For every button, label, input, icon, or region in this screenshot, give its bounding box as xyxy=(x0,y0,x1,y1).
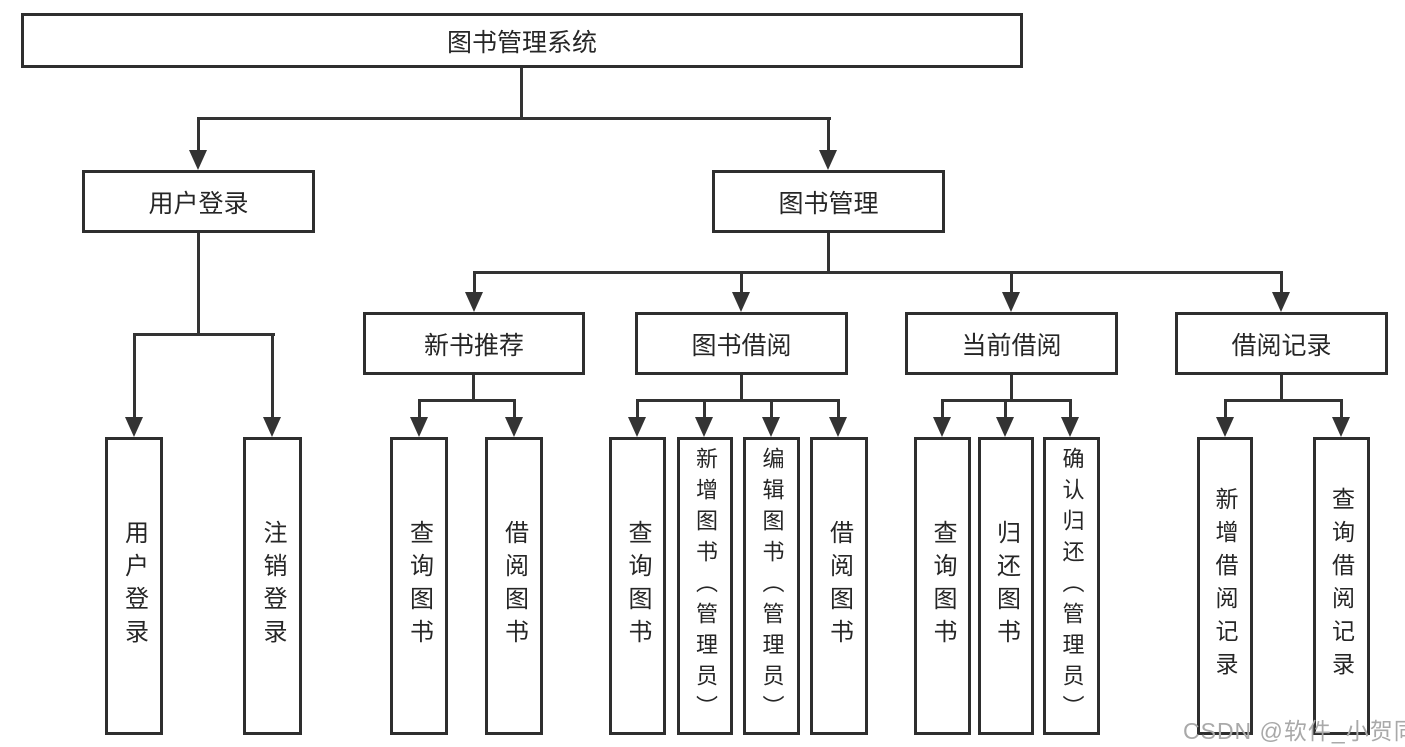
leaf-borrow-books: 借阅图书 xyxy=(810,437,868,735)
edge-root-distributor xyxy=(197,117,831,120)
leaf-label: 归还图书 xyxy=(992,520,1020,652)
leaf-add-borrow-record: 新增借阅记录 xyxy=(1197,437,1253,735)
arrow-down-icon xyxy=(465,292,483,312)
leaf-label: 借阅图书 xyxy=(500,520,528,652)
arrow-down-icon xyxy=(189,150,207,170)
node-book-borrow: 图书借阅 xyxy=(635,312,848,375)
leaf-logout: 注销登录 xyxy=(243,437,302,735)
node-new-book-recommend-label: 新书推荐 xyxy=(423,331,524,360)
leaf-edit-book-admin: 编辑图书（管理员） xyxy=(743,437,800,735)
edge-leaf xyxy=(636,399,639,421)
arrow-down-icon xyxy=(263,417,281,437)
edge-leaf xyxy=(941,399,944,421)
arrow-down-icon xyxy=(628,417,646,437)
edge-borrow-records-stem xyxy=(1280,375,1283,402)
edge-leaf xyxy=(1224,399,1227,421)
edge-user-login-stem xyxy=(197,233,200,336)
edge-borrow-records-distributor xyxy=(1224,399,1343,402)
node-root-label: 图书管理系统 xyxy=(446,28,597,57)
node-new-book-recommend: 新书推荐 xyxy=(363,312,585,375)
edge-to-current-borrow xyxy=(1010,271,1013,295)
arrow-down-icon xyxy=(819,150,837,170)
leaf-label: 查询图书 xyxy=(405,520,433,652)
leaf-query-books-current: 查询图书 xyxy=(914,437,971,735)
edge-book-borrow-distributor xyxy=(636,399,840,402)
edge-leaf xyxy=(418,399,421,421)
arrow-down-icon xyxy=(996,417,1014,437)
edge-leaf xyxy=(703,399,706,421)
node-user-login-label: 用户登录 xyxy=(148,189,249,218)
edge-to-user-login xyxy=(197,117,200,153)
leaf-user-login: 用户登录 xyxy=(105,437,163,735)
arrow-down-icon xyxy=(829,417,847,437)
leaf-query-books-recommend: 查询图书 xyxy=(390,437,448,735)
edge-new-book-recommend-distributor xyxy=(418,399,516,402)
arrow-down-icon xyxy=(933,417,951,437)
edge-user-login-distributor xyxy=(133,333,275,336)
node-book-borrow-label: 图书借阅 xyxy=(691,331,792,360)
edge-to-book-borrow xyxy=(740,271,743,295)
leaf-label: 编辑图书（管理员） xyxy=(759,446,785,726)
arrow-down-icon xyxy=(1332,417,1350,437)
edge-book-management-stem xyxy=(827,233,830,273)
arrow-down-icon xyxy=(1216,417,1234,437)
leaf-query-books-borrow: 查询图书 xyxy=(609,437,666,735)
edge-to-book-management xyxy=(827,117,830,153)
leaf-query-borrow-record: 查询借阅记录 xyxy=(1313,437,1370,735)
node-current-borrow-label: 当前借阅 xyxy=(961,331,1062,360)
edge-root-stem xyxy=(520,68,523,119)
leaf-return-book: 归还图书 xyxy=(978,437,1034,735)
arrow-down-icon xyxy=(505,417,523,437)
node-book-management-label: 图书管理 xyxy=(778,189,879,218)
leaf-label: 查询图书 xyxy=(929,520,956,652)
edge-new-book-recommend-stem xyxy=(472,375,475,402)
leaf-user-login-label: 用户登录 xyxy=(120,520,148,652)
leaf-label: 新增借阅记录 xyxy=(1212,487,1238,685)
leaf-label: 借阅图书 xyxy=(825,520,853,652)
leaf-borrow-books-recommend: 借阅图书 xyxy=(485,437,543,735)
arrow-down-icon xyxy=(1002,292,1020,312)
leaf-label: 新增图书（管理员） xyxy=(693,446,718,726)
leaf-label: 查询借阅记录 xyxy=(1328,487,1355,685)
node-borrow-records-label: 借阅记录 xyxy=(1231,331,1332,360)
edge-leaf xyxy=(837,399,840,421)
edge-leaf xyxy=(1004,399,1007,421)
leaf-confirm-return-admin: 确认归还（管理员） xyxy=(1043,437,1100,735)
arrow-down-icon xyxy=(410,417,428,437)
leaf-add-book-admin: 新增图书（管理员） xyxy=(677,437,733,735)
node-book-management: 图书管理 xyxy=(712,170,945,233)
node-root: 图书管理系统 xyxy=(21,13,1023,68)
edge-leaf xyxy=(770,399,773,421)
node-user-login: 用户登录 xyxy=(82,170,315,233)
edge-current-borrow-stem xyxy=(1010,375,1013,402)
node-current-borrow: 当前借阅 xyxy=(905,312,1118,375)
edge-leaf xyxy=(1069,399,1072,421)
leaf-logout-label: 注销登录 xyxy=(259,520,286,652)
edge-to-new-book-recommend xyxy=(473,271,476,295)
arrow-down-icon xyxy=(695,417,713,437)
watermark: CSDN @软件_小贺同学 xyxy=(1183,718,1405,744)
edge-leaf xyxy=(513,399,516,421)
edge-to-borrow-records xyxy=(1280,271,1283,295)
arrow-down-icon xyxy=(125,417,143,437)
edge-to-leaf-logout xyxy=(271,333,274,421)
edge-book-borrow-stem xyxy=(740,375,743,402)
arrow-down-icon xyxy=(732,292,750,312)
arrow-down-icon xyxy=(1061,417,1079,437)
node-borrow-records: 借阅记录 xyxy=(1175,312,1388,375)
edge-to-leaf-user-login xyxy=(133,333,136,421)
leaf-label: 查询图书 xyxy=(624,520,651,652)
leaf-label: 确认归还（管理员） xyxy=(1059,446,1085,726)
arrow-down-icon xyxy=(1272,292,1290,312)
edge-leaf xyxy=(1340,399,1343,421)
arrow-down-icon xyxy=(762,417,780,437)
edge-book-management-distributor xyxy=(473,271,1283,274)
